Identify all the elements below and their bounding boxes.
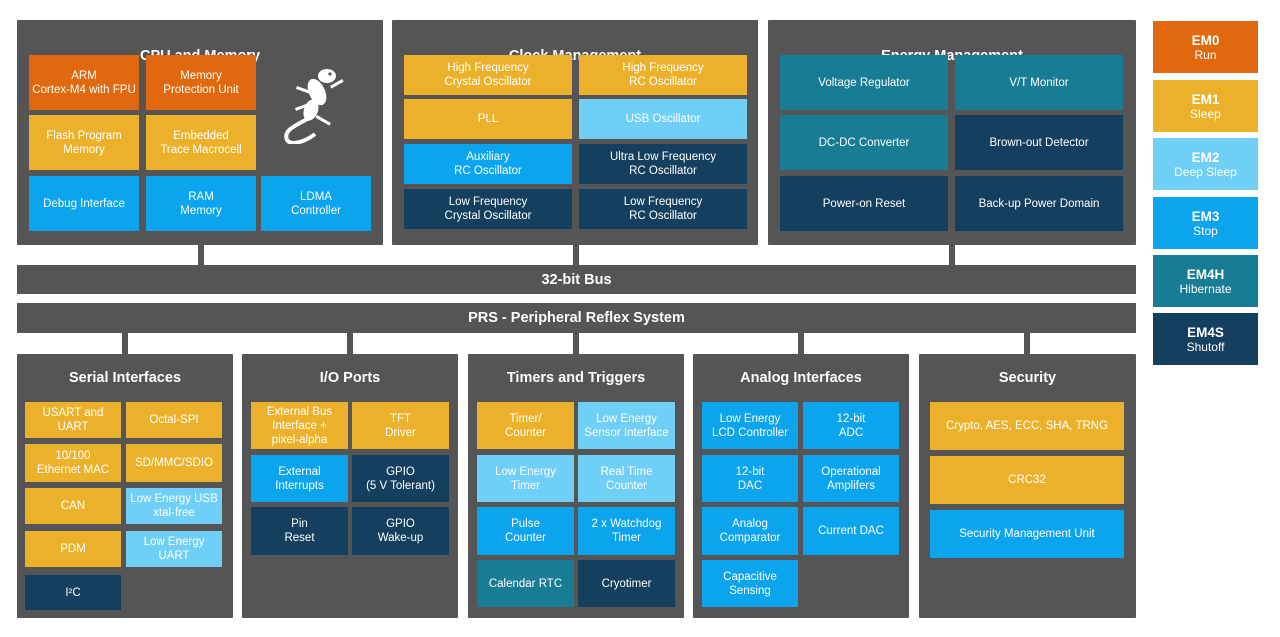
legend-em4h-name: EM4H <box>1186 266 1225 282</box>
block-external-interrupts: External Interrupts <box>251 455 348 502</box>
legend-em4h-desc: Hibernate <box>1179 281 1232 296</box>
block-embedded-trace-macrocell: Embedded Trace Macrocell <box>146 115 256 170</box>
analog-interfaces-title: Analog Interfaces <box>740 370 862 386</box>
block-tft-driver: TFT Driver <box>352 402 449 449</box>
block-ldma-controller: LDMA Controller <box>261 176 371 231</box>
security-title: Security <box>998 370 1057 386</box>
block-gpio-wake-up: GPIO Wake-up <box>352 507 449 555</box>
block-ram-memory: RAM Memory <box>146 176 256 231</box>
legend-em2-desc: Deep Sleep <box>1174 164 1237 179</box>
block-le-lcd-controller: Low Energy LCD Controller <box>702 402 798 449</box>
legend-em4s-name: EM4S <box>1187 324 1224 340</box>
block-12bit-dac: 12-bit DAC <box>702 455 798 502</box>
block-lf-crystal-oscillator: Low Frequency Crystal Oscillator <box>404 189 572 229</box>
io-ports-title: I/O Ports <box>319 370 381 386</box>
block-vt-monitor: V/T Monitor <box>955 55 1123 110</box>
block-auxiliary-rc-oscillator: Auxiliary RC Oscillator <box>404 144 572 184</box>
legend-em4h: EM4H Hibernate <box>1152 254 1259 308</box>
block-12bit-adc: 12-bit ADC <box>803 402 899 449</box>
block-pdm: PDM <box>25 531 121 567</box>
legend-em1-desc: Sleep <box>1190 106 1221 121</box>
block-octal-spi: Octal-SPI <box>126 402 222 438</box>
block-gpio-5v-tolerant: GPIO (5 V Tolerant) <box>352 455 449 502</box>
connector-energy-bus <box>949 245 955 265</box>
block-low-energy-timer: Low Energy Timer <box>477 455 574 502</box>
block-watchdog-timer: 2 x Watchdog Timer <box>578 507 675 555</box>
block-pulse-counter: Pulse Counter <box>477 507 574 555</box>
legend-em3-name: EM3 <box>1191 208 1220 224</box>
block-current-dac: Current DAC <box>803 507 899 555</box>
block-brown-out-detector: Brown-out Detector <box>955 115 1123 170</box>
block-flash-program-memory: Flash Program Memory <box>29 115 139 170</box>
block-pll: PLL <box>404 99 572 139</box>
block-lf-rc-oscillator: Low Frequency RC Oscillator <box>579 189 747 229</box>
prs-bus: PRS - Peripheral Reflex System <box>17 303 1136 333</box>
block-dc-dc-converter: DC-DC Converter <box>780 115 948 170</box>
block-voltage-regulator: Voltage Regulator <box>780 55 948 110</box>
legend-em0-name: EM0 <box>1191 32 1220 48</box>
block-hf-crystal-oscillator: High Frequency Crystal Oscillator <box>404 55 572 95</box>
connector-prs-timers <box>573 333 579 354</box>
legend-em3: EM3 Stop <box>1152 196 1259 250</box>
block-timer-counter: Timer/ Counter <box>477 402 574 449</box>
legend-em1-name: EM1 <box>1191 91 1220 107</box>
legend-em3-desc: Stop <box>1193 223 1218 238</box>
connector-clock-bus <box>573 245 579 265</box>
serial-interfaces-title: Serial Interfaces <box>68 370 182 386</box>
block-backup-power-domain: Back-up Power Domain <box>955 176 1123 231</box>
legend-em0: EM0 Run <box>1152 20 1259 74</box>
block-crc32: CRC32 <box>930 456 1124 504</box>
connector-prs-io <box>347 333 353 354</box>
bus-32bit: 32-bit Bus <box>17 265 1136 294</box>
legend-em2-name: EM2 <box>1191 149 1220 165</box>
block-security-management-unit: Security Management Unit <box>930 510 1124 558</box>
block-power-on-reset: Power-on Reset <box>780 176 948 231</box>
block-ethernet-mac: 10/100 Ethernet MAC <box>25 444 121 482</box>
block-low-energy-uart: Low Energy UART <box>126 531 222 567</box>
block-calendar-rtc: Calendar RTC <box>477 560 574 607</box>
legend-em2: EM2 Deep Sleep <box>1152 137 1259 191</box>
block-ulf-rc-oscillator: Ultra Low Frequency RC Oscillator <box>579 144 747 184</box>
block-hf-rc-oscillator: High Frequency RC Oscillator <box>579 55 747 95</box>
block-sd-mmc-sdio: SD/MMC/SDIO <box>126 444 222 482</box>
timers-triggers-title: Timers and Triggers <box>506 370 646 386</box>
block-le-sensor-interface: Low Energy Sensor Interface <box>578 402 675 449</box>
block-real-time-counter: Real Time Counter <box>578 455 675 502</box>
block-low-energy-usb: Low Energy USB xtal-free <box>126 488 222 524</box>
block-analog-comparator: Analog Comparator <box>702 507 798 555</box>
block-operational-amplifiers: Operational Amplifers <box>803 455 899 502</box>
connector-prs-analog <box>798 333 804 354</box>
block-memory-protection-unit: Memory Protection Unit <box>146 55 256 110</box>
block-can: CAN <box>25 488 121 524</box>
block-i2c: I²C <box>25 575 121 610</box>
block-arm-cortex: ARM Cortex-M4 with FPU <box>29 55 139 110</box>
connector-cpu-bus <box>198 245 204 265</box>
gecko-logo <box>284 69 344 144</box>
legend-em4s: EM4S Shutoff <box>1152 312 1259 366</box>
legend-em0-desc: Run <box>1194 47 1217 62</box>
legend-em4s-desc: Shutoff <box>1186 339 1225 354</box>
block-usart-uart: USART and UART <box>25 402 121 438</box>
block-usb-oscillator: USB Oscillator <box>579 99 747 139</box>
connector-prs-security <box>1024 333 1030 354</box>
block-capacitive-sensing: Capacitive Sensing <box>702 560 798 607</box>
serial-interfaces-panel: Serial Interfaces <box>17 354 233 618</box>
block-crypto: Crypto, AES, ECC, SHA, TRNG <box>930 402 1124 450</box>
block-external-bus-interface: External Bus Interface + pixel-alpha <box>251 402 348 449</box>
legend-em1: EM1 Sleep <box>1152 79 1259 133</box>
block-debug-interface: Debug Interface <box>29 176 139 231</box>
connector-prs-serial <box>122 333 128 354</box>
block-pin-reset: Pin Reset <box>251 507 348 555</box>
block-cryotimer: Cryotimer <box>578 560 675 607</box>
